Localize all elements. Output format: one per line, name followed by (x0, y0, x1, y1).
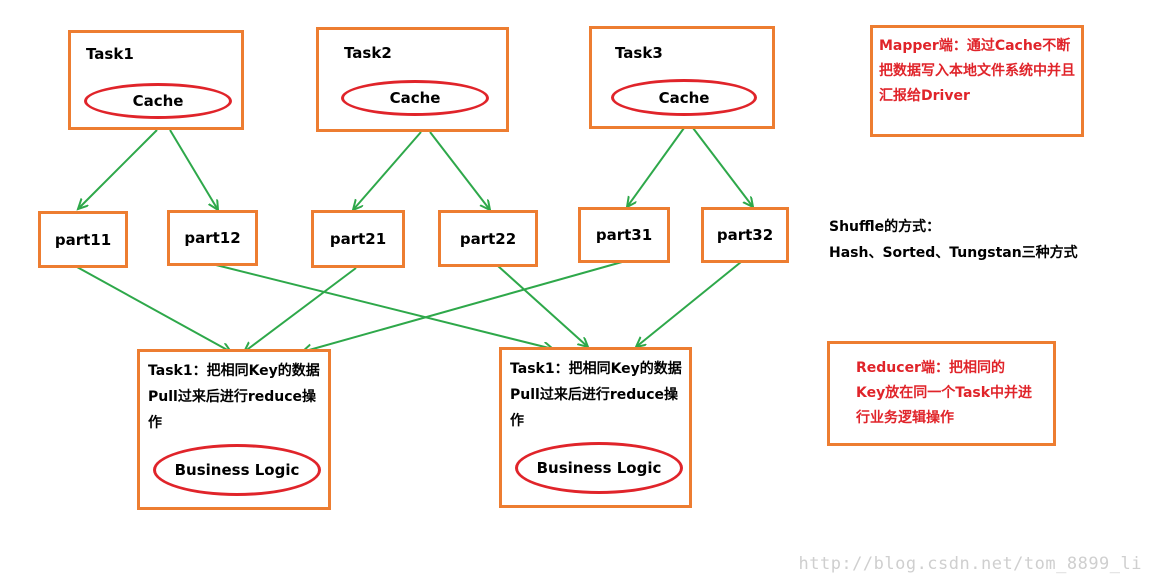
mapper-task3-label: Task3 (615, 44, 663, 62)
partition-part11: part11 (38, 211, 128, 268)
reducer-note-text: Reducer端：把相同的Key放在同一个Task中并进行业务逻辑操作 (856, 360, 1033, 426)
arrow-task1-part11 (78, 129, 158, 209)
mapper-task3-box: Task3 Cache (589, 26, 775, 129)
reducer-task-b-box: Task1：把相同Key的数据Pull过来后进行reduce操作 Busines… (499, 347, 692, 508)
mapper-task2-cache-label: Cache (389, 89, 441, 107)
shuffle-note-line1: Shuffle的方式： (829, 219, 941, 235)
arrow-task2-part22 (429, 131, 490, 210)
partition-part31-label: part31 (595, 226, 653, 244)
arrow-part22-reducer2 (497, 265, 588, 347)
reducer-note-box: Reducer端：把相同的Key放在同一个Task中并进行业务逻辑操作 (827, 341, 1056, 446)
arrow-part12-reducer2 (211, 263, 553, 349)
shuffle-note-line2: Hash、Sorted、Tungstan三种方式 (829, 245, 1078, 261)
mapper-task3-cache-label: Cache (658, 88, 710, 107)
shuffle-note: Shuffle的方式： Hash、Sorted、Tungstan三种方式 (829, 214, 1078, 266)
arrow-part21-reducer1 (244, 267, 357, 352)
partition-part22: part22 (438, 210, 538, 267)
partition-part32-label: part32 (716, 226, 774, 244)
reducer-task-a-logic-label: Business Logic (174, 461, 300, 479)
mapper-task1-cache-label: Cache (132, 92, 184, 110)
reducer-task-a-text: Task1：把相同Key的数据Pull过来后进行reduce操作 (148, 363, 320, 431)
partition-part12-label: part12 (184, 229, 241, 247)
mapper-task1-box: Task1 Cache (68, 30, 244, 130)
arrow-task3-part31 (627, 127, 685, 207)
partition-part21-label: part21 (329, 230, 387, 248)
mapper-task3-cache: Cache (611, 79, 757, 116)
reducer-task-a-logic: Business Logic (153, 444, 321, 496)
mapper-note-text: Mapper端：通过Cache不断把数据写入本地文件系统中并且汇报给Driver (879, 38, 1075, 104)
arrow-part11-reducer1 (76, 266, 231, 352)
arrow-task2-part21 (353, 131, 422, 210)
mapper-task2-cache: Cache (341, 80, 489, 116)
mapper-task1-cache: Cache (84, 83, 232, 119)
mapper-note-box: Mapper端：通过Cache不断把数据写入本地文件系统中并且汇报给Driver (870, 25, 1084, 137)
arrow-task3-part32 (692, 127, 753, 207)
partition-part12: part12 (167, 210, 258, 266)
partition-part32: part32 (701, 207, 789, 263)
partition-part11-label: part11 (54, 230, 112, 249)
mapper-task2-label: Task2 (344, 44, 392, 62)
arrow-part32-reducer2 (636, 261, 742, 347)
reducer-task-a-box: Task1：把相同Key的数据Pull过来后进行reduce操作 Busines… (137, 349, 331, 510)
partition-part21: part21 (311, 210, 405, 268)
reducer-task-b-logic: Business Logic (515, 442, 683, 494)
reducer-task-b-text: Task1：把相同Key的数据Pull过来后进行reduce操作 (510, 361, 682, 429)
arrow-task1-part12 (169, 129, 218, 210)
watermark: http://blog.csdn.net/tom_8899_li (798, 554, 1142, 574)
mapper-task1-label: Task1 (86, 45, 134, 63)
reducer-task-b-logic-label: Business Logic (536, 459, 662, 477)
arrow-part31-reducer1 (302, 261, 623, 352)
partition-part31: part31 (578, 207, 670, 263)
mapper-task2-box: Task2 Cache (316, 27, 509, 132)
partition-part22-label: part22 (459, 229, 517, 248)
